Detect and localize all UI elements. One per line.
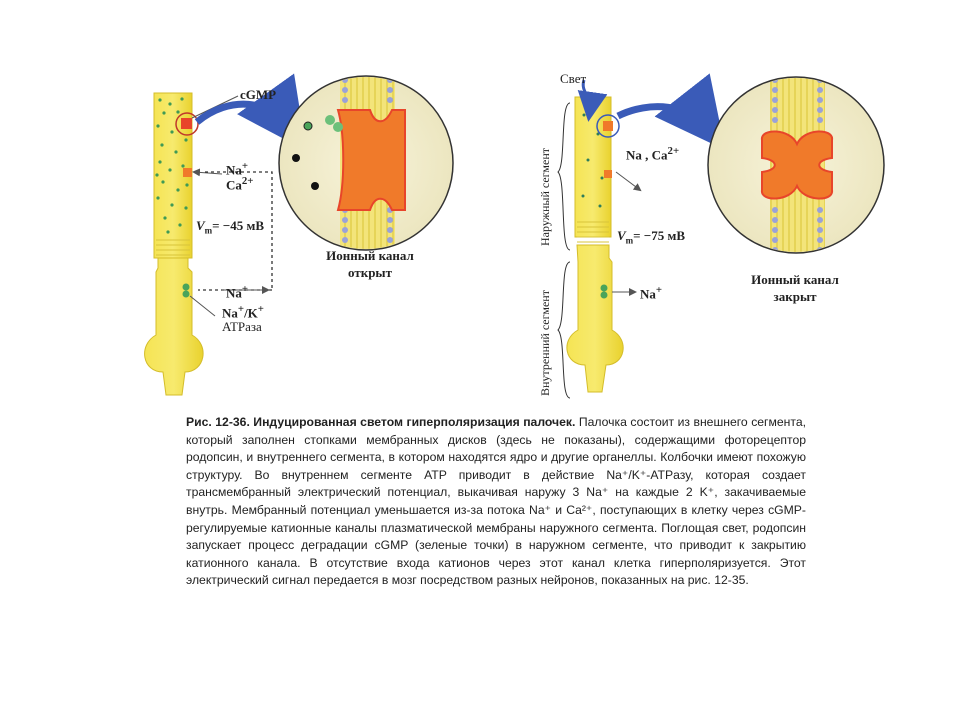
right-vm-v: V [617, 228, 626, 243]
pump-label-line2: ATPаза [222, 319, 262, 334]
left-pump-small [182, 283, 190, 298]
left-rod-ridges [156, 239, 190, 256]
left-ca-label: Ca2+ [226, 175, 254, 193]
left-channel-caption-2: открыт [348, 265, 392, 280]
left-channel-na-ca [183, 168, 192, 177]
left-channel-small [181, 118, 192, 129]
rod-diagram-svg [144, 73, 885, 399]
figure: cGMP Na+ Ca2+ Vm= −45 мВ Na+ Na+/K+ ATPа… [144, 71, 885, 399]
left-vm-value: = −45 мВ [212, 218, 265, 233]
right-zoom-circle-small [596, 114, 620, 138]
left-na-text: Na [226, 162, 242, 178]
ion-dot-1 [292, 154, 300, 162]
outer-segment-label: Наружный сегмент [538, 147, 552, 246]
left-inner-segment [144, 257, 204, 396]
left-ion-channel-open [336, 109, 406, 211]
left-ca-text: Ca [226, 177, 242, 193]
right-channel-caption-1: Ионный канал [751, 272, 839, 287]
light-label: Свет [560, 71, 587, 86]
right-vm-label: Vm= −75 мВ [617, 228, 686, 246]
right-zoom-circle [707, 76, 885, 254]
pump-na-text: Na [222, 305, 238, 321]
cgmp-bound-2 [333, 122, 343, 132]
outer-segment-brace [557, 102, 571, 251]
right-channel-caption-2: закрыт [773, 289, 817, 304]
right-pump-small [600, 284, 608, 299]
pump-label-line1: Na+/K+ [222, 303, 264, 321]
right-outer-segment [574, 96, 612, 238]
caption-heading: Рис. 12-36. Индуцированная светом гиперп… [186, 415, 576, 429]
pump-k-text: /K [244, 305, 258, 321]
right-channel-na-ca [604, 170, 612, 178]
right-na-label: Na+ [640, 284, 663, 302]
right-channel-small [603, 121, 613, 131]
na-ca-blocked-arrow [615, 171, 642, 192]
right-rod [566, 96, 624, 393]
right-inner-segment [566, 244, 624, 393]
figure-caption: Рис. 12-36. Индуцированная светом гиперп… [186, 414, 806, 590]
left-na-out-label: Na+ [226, 283, 249, 301]
caption-body: Палочка состоит из внешнего сегмента, ко… [186, 415, 807, 588]
left-vm-label: Vm= −45 мВ [196, 218, 265, 236]
left-channel-caption-1: Ионный канал [326, 248, 414, 263]
left-zoom-circle-small [175, 112, 199, 136]
na-ca-in-arrow [192, 168, 223, 177]
right-na-ca-label: Na , Ca2+ [626, 145, 680, 163]
zoom-arrow-right [616, 73, 726, 151]
cgmp-bound-1 [325, 115, 335, 125]
cgmp-free-1 [303, 121, 313, 131]
cgmp-label: cGMP [240, 87, 277, 102]
current-loop-dashed [205, 171, 273, 290]
left-rod [144, 92, 204, 396]
light-arrow [577, 79, 608, 122]
left-na-out-text: Na [226, 285, 242, 301]
right-na-ca-text: Na , Ca [626, 147, 668, 163]
right-na-text: Na [640, 286, 656, 302]
left-zoom-circle [278, 75, 454, 251]
left-vm-v: V [196, 218, 205, 233]
left-na-label: Na+ [226, 160, 249, 178]
ion-dot-2 [311, 182, 319, 190]
right-vm-value: = −75 мВ [633, 228, 686, 243]
zoom-arrow-left [194, 73, 307, 151]
pump-pointer [189, 295, 216, 317]
left-cgmp-dots [155, 97, 189, 234]
inner-segment-label: Внутренний сегмент [538, 290, 552, 396]
right-ion-channel-closed [761, 130, 833, 200]
inner-segment-brace [557, 261, 571, 399]
